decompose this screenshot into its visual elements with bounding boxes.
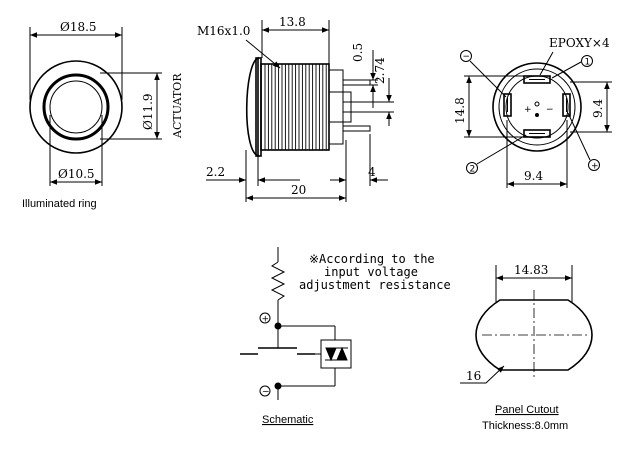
mark-minus-circle: [460, 50, 472, 62]
dim-vertical-text: Ø11.9: [141, 93, 155, 130]
mark-plus-text: +: [591, 162, 599, 172]
mark-plus-circle: [588, 159, 600, 171]
plus-circle: [259, 312, 271, 324]
mark-1-circle: [581, 55, 593, 67]
rear-hub: [328, 91, 352, 123]
side-view: M16x1.0 13.8 0.5 2.74 2.2 4 20: [197, 15, 394, 202]
thread-body: [260, 63, 330, 151]
thread-lines: [264, 64, 327, 150]
rear-housing: [328, 69, 344, 145]
mark-minus-text: −: [463, 52, 471, 62]
led-box: [320, 339, 352, 369]
dim-cutout-width-text: 14.83: [514, 263, 548, 277]
schematic-caption: Schematic: [262, 414, 314, 426]
pad-left: [503, 93, 512, 117]
dim-terminal-text: 0.5: [351, 43, 365, 62]
rear-inner-circle: [498, 68, 576, 146]
mark-2-circle: [466, 162, 478, 174]
minus-circle: [259, 385, 271, 397]
pad-right: [562, 93, 571, 117]
dim-pin-text: 4: [368, 165, 376, 179]
plus-text: +: [262, 315, 270, 325]
center-dot-small: [535, 113, 539, 117]
panel-cutout-caption: Panel Cutout: [495, 404, 559, 416]
led-diode-2: [336, 346, 348, 361]
actuator-label: ACTUATOR: [171, 73, 184, 139]
rear-view: + − EPOXY×4 1 − 2 + 14.8 9.4: [453, 36, 612, 188]
dim-head-text: 2.2: [206, 165, 225, 179]
resistor-symbol: [270, 261, 286, 301]
dim-outer-text: Ø18.5: [60, 20, 97, 34]
dim-rear-width-text: 9.4: [524, 169, 543, 183]
dim-cutout-dia-text: 16: [466, 369, 481, 383]
mark-1-text: 1: [585, 58, 591, 68]
svg-text:−: −: [546, 105, 554, 115]
svg-text:+: +: [524, 105, 532, 115]
front-view: Ø18.5 Ø10.5 Ø11.9 ACTUATOR Illuminated r…: [22, 20, 184, 210]
dim-inner-text: Ø10.5: [58, 167, 95, 181]
dim-gap-text: 2.74: [373, 57, 387, 84]
dim-rear-height-text: 14.8: [453, 97, 467, 124]
minus-text: −: [262, 388, 270, 398]
actuator-circle: [49, 80, 103, 134]
panel-thickness-text: Thickness:8.0mm: [482, 420, 568, 432]
center-dot: [534, 101, 540, 107]
schematic-note-line-2: input voltage: [324, 265, 418, 279]
epoxy-label: EPOXY×4: [549, 36, 610, 50]
dim-rear-right-text: 9.4: [591, 99, 605, 118]
terminal-upper: [342, 79, 371, 86]
rear-outer-circle: [492, 62, 582, 152]
mark-2-text: 2: [470, 165, 476, 175]
cutout-shape: [475, 299, 593, 371]
illuminated-ring-circle: [42, 73, 110, 141]
node-bottom: [274, 382, 282, 390]
dim-body-text: 13.8: [279, 15, 306, 29]
dim-total-text: 20: [291, 183, 306, 197]
schematic: ※According to the input voltage adjustme…: [240, 247, 451, 426]
led-diode-1: [325, 347, 337, 362]
terminal-lower: [342, 125, 371, 132]
rear-core-circle: [505, 75, 569, 139]
front-view-caption: Illuminated ring: [22, 198, 97, 210]
pad-top: [523, 75, 551, 84]
schematic-note-line-1: ※According to the: [309, 252, 435, 266]
schematic-note-line-3: adjustment resistance: [299, 278, 451, 292]
thread-label: M16x1.0: [197, 24, 250, 38]
panel-cutout: 14.83 16 Panel Cutout Thickness:8.0mm: [460, 263, 593, 432]
outer-ring-circle: [29, 60, 123, 154]
pad-bottom: [523, 129, 551, 138]
